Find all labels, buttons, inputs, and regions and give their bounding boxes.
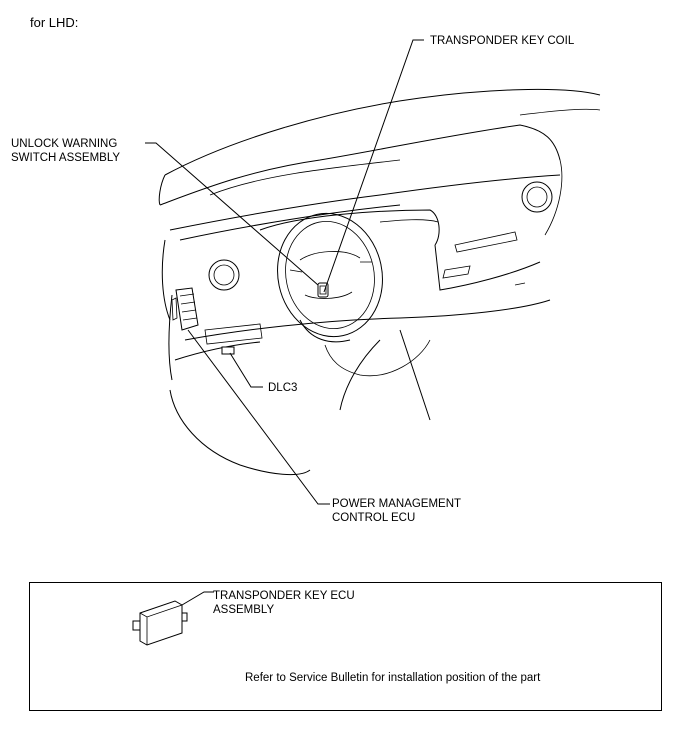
callout-power-mgmt-line1: POWER MANAGEMENT <box>332 498 462 510</box>
callout-power-mgmt-line2: CONTROL ECU <box>332 512 416 524</box>
callout-unlock-warning-line2: SWITCH ASSEMBLY <box>11 152 121 164</box>
variant-label: for LHD: <box>30 15 79 30</box>
callout-unlock-warning-switch: UNLOCK WARNING SWITCH ASSEMBLY <box>11 137 120 165</box>
installation-note: Refer to Service Bulletin for installati… <box>245 672 541 684</box>
transponder-ecu-label-line2: ASSEMBLY <box>213 604 275 616</box>
callout-power-management-ecu: POWER MANAGEMENT CONTROL ECU <box>332 497 461 525</box>
transponder-ecu-label: TRANSPONDER KEY ECU ASSEMBLY <box>213 589 355 617</box>
transponder-key-ecu-icon <box>132 591 214 646</box>
callout-unlock-warning-line1: UNLOCK WARNING <box>11 138 118 150</box>
transponder-ecu-label-line1: TRANSPONDER KEY ECU <box>213 590 355 602</box>
callout-transponder-key-coil: TRANSPONDER KEY COIL <box>430 35 575 47</box>
transponder-ecu-note-box: TRANSPONDER KEY ECU ASSEMBLY Refer to Se… <box>29 582 662 711</box>
callout-dlc3: DLC3 <box>268 382 298 394</box>
